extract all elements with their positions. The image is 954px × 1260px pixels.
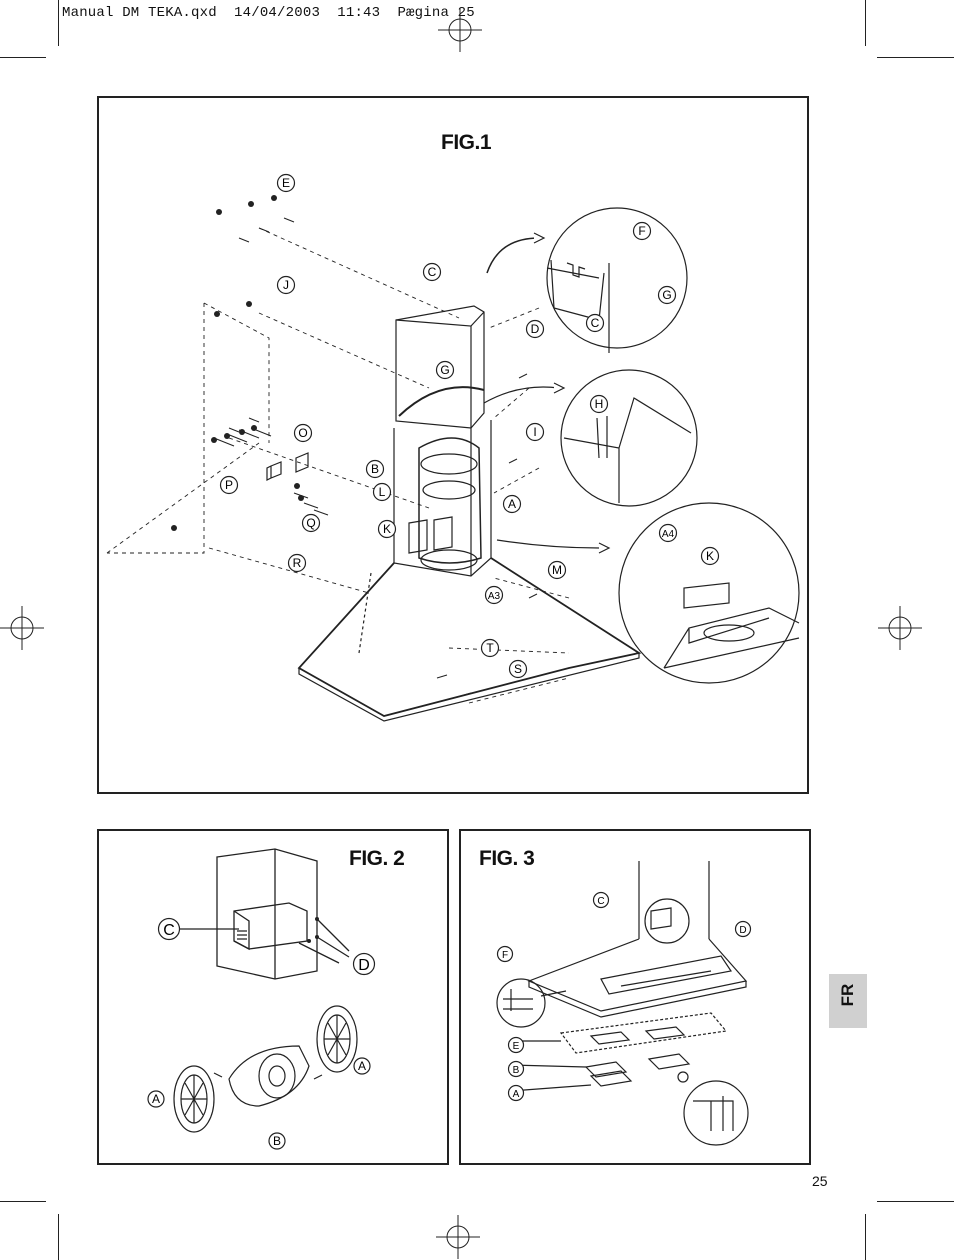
callout-K-detail: K [706,549,714,563]
language-tab-label: FR [838,983,857,1007]
crop-mark-bottom-right-v [865,1214,866,1260]
callout-S: S [514,662,522,676]
callout-D: D [739,925,746,936]
callout-B: B [371,462,379,476]
figure-3-panel: FIG. 3 C D F E B [459,829,811,1165]
callout-A3: A3 [488,591,501,602]
callout-C: C [428,265,437,279]
figure-3-diagram: C D F E B A [496,861,752,1146]
callout-B: B [513,1065,520,1076]
crop-mark-top-right-v [865,0,866,46]
callout-I: I [533,425,536,439]
callout-B: B [273,1134,281,1148]
callout-F: F [502,950,508,961]
figure-2-diagram: C D A A B [147,848,376,1150]
registration-mark-top [438,8,482,52]
callout-T: T [486,641,494,655]
figure-1-title: FIG.1 [441,131,492,154]
callout-A4: A4 [662,529,675,540]
file-slug-header: Manual DM TEKA.qxd 14/04/2003 11:43 Pægi… [62,5,475,21]
callout-E: E [282,176,290,190]
callout-G-detail: G [662,288,671,302]
callout-Q: Q [306,516,315,530]
callout-A: A [508,497,516,511]
callout-J: J [283,278,289,292]
callout-A-left: A [152,1092,160,1106]
callout-C: C [163,922,175,939]
registration-mark-bottom [436,1215,480,1259]
callout-D: D [531,322,540,336]
registration-mark-left [0,606,44,650]
figure-1-panel: FIG.1 [97,96,809,794]
crop-mark-top-right-h [877,57,954,58]
registration-mark-right [878,606,922,650]
callout-A-right: A [358,1059,366,1073]
figure-2-title: FIG. 2 [349,847,405,870]
crop-mark-bottom-right-h [877,1201,954,1202]
callout-C-detail: C [591,316,600,330]
callout-D: D [358,957,370,974]
callout-F: F [638,224,645,238]
figure-3-title: FIG. 3 [479,847,535,870]
crop-mark-bottom-left-h [0,1201,46,1202]
crop-mark-top-left-h [0,57,46,58]
callout-G: G [440,363,449,377]
callout-H: H [595,397,604,411]
figure-1-exploded-diagram: E J C D G O P B L Q K R A I M A3 T S F G… [106,173,800,722]
language-tab: FR [829,974,867,1028]
callout-C: C [597,896,604,907]
callout-P: P [225,478,233,492]
page-number: 25 [812,1173,828,1189]
callout-O: O [298,426,307,440]
callout-A: A [513,1089,520,1100]
callout-L: L [379,485,386,499]
callout-E: E [513,1041,520,1052]
callout-K: K [383,522,391,536]
callout-M: M [552,563,562,577]
crop-mark-bottom-left-v [58,1214,59,1260]
figure-2-panel: FIG. 2 C [97,829,449,1165]
crop-mark-top-left-v [58,0,59,46]
callout-R: R [293,556,302,570]
